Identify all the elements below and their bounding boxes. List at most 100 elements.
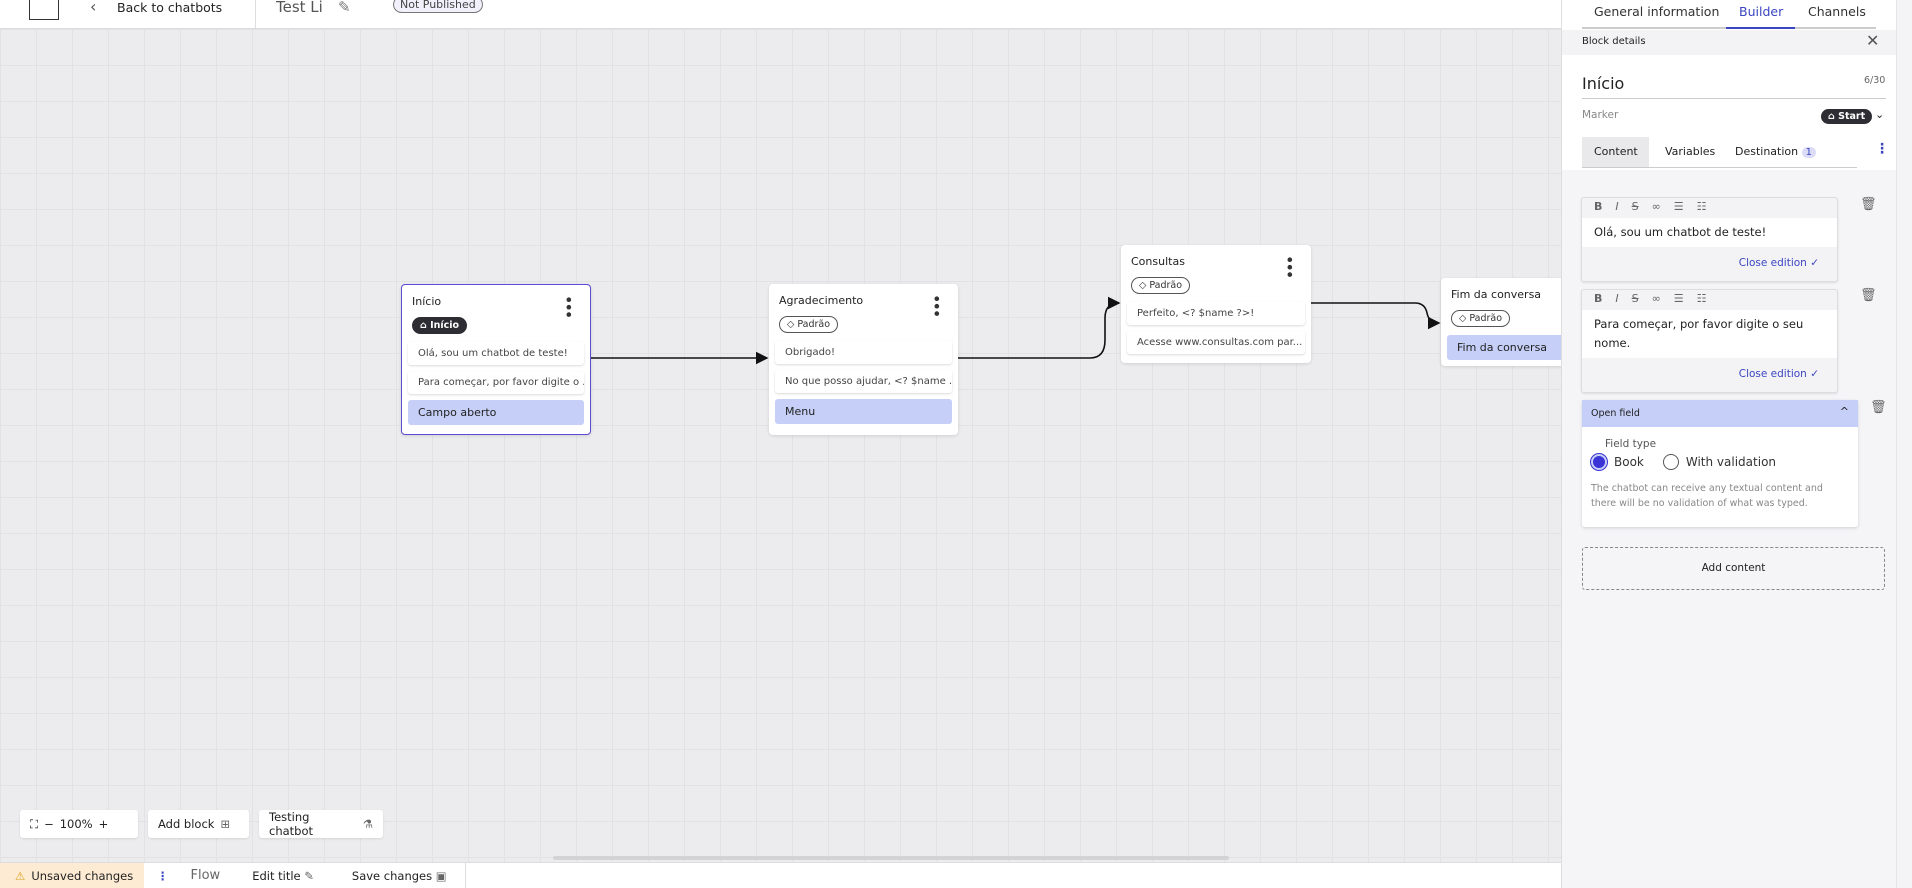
more-options-icon[interactable]: ••• <box>559 295 578 318</box>
padrao-tag: ◇ Padrão <box>1451 310 1511 327</box>
trash-icon[interactable]: 🗑 <box>1860 288 1877 303</box>
zoom-out-icon[interactable]: − <box>44 817 54 831</box>
message-item[interactable]: Acesse www.consultas.com par... <box>1127 331 1305 354</box>
start-tag: ⌂ Início <box>412 317 468 334</box>
input-item[interactable]: Campo aberto <box>408 400 584 425</box>
bold-icon[interactable]: B <box>1594 200 1603 213</box>
add-block-icon: ⊞ <box>220 817 231 831</box>
testing-chatbot-button[interactable]: Testing chatbot ⚗ <box>259 810 383 838</box>
marker-label: Marker <box>1582 109 1619 121</box>
save-icon: ▣ <box>435 868 447 883</box>
radio-with-validation-label: With validation <box>1685 455 1777 469</box>
trash-icon[interactable]: 🗑 <box>1860 197 1877 212</box>
chevron-up-icon[interactable]: ^ <box>1839 405 1849 418</box>
bold-icon[interactable]: B <box>1594 292 1603 305</box>
input-item[interactable]: Menu <box>775 399 952 424</box>
open-field-header[interactable]: Open field^ <box>1582 400 1858 427</box>
chevron-down-icon[interactable]: ⌄ <box>1875 108 1885 121</box>
field-type-label: Field type <box>1605 438 1657 450</box>
flask-icon: ⚗ <box>362 817 373 831</box>
numbered-list-icon[interactable]: ☷ <box>1696 292 1707 305</box>
tab-builder[interactable]: Builder <box>1739 4 1784 19</box>
flow-tab[interactable]: Flow <box>190 868 221 883</box>
panel-header: Block details ✕ <box>1562 30 1897 55</box>
block-title: Agradecimento <box>779 294 864 307</box>
warning-icon: ⚠ <box>15 868 26 883</box>
italic-icon[interactable]: I <box>1615 292 1619 305</box>
tab-general-information[interactable]: General information <box>1594 4 1720 19</box>
padrao-tag: ◇ Padrão <box>779 316 839 333</box>
add-block-label: Add block <box>158 817 215 831</box>
connections <box>591 296 1441 365</box>
divider <box>255 0 256 29</box>
radio-book-label: Book <box>1614 455 1644 469</box>
subtab-destination[interactable]: Destination 1 <box>1735 145 1816 158</box>
zoom-in-icon[interactable]: + <box>98 817 109 831</box>
add-content-button[interactable]: Add content <box>1582 547 1885 590</box>
back-chevron-icon[interactable]: ‹ <box>90 0 97 16</box>
fit-screen-icon[interactable]: ⛶ <box>30 816 39 831</box>
unsaved-changes-indicator: ⚠ Unsaved changes <box>0 863 144 888</box>
destination-count-badge: 1 <box>1801 147 1816 158</box>
message-item[interactable]: Para começar, por favor digite o ... <box>408 371 584 394</box>
padrao-tag: ◇ Padrão <box>1131 277 1191 294</box>
chatbot-title: Test Li <box>276 0 323 16</box>
radio-book[interactable] <box>1591 454 1607 470</box>
pencil-icon: ✎ <box>304 868 314 883</box>
bullet-list-icon[interactable]: ☰ <box>1673 292 1684 305</box>
trash-icon[interactable]: 🗑 <box>1870 400 1887 415</box>
message-item[interactable]: Perfeito, <? $name ?>! <box>1127 302 1305 325</box>
edit-title-button[interactable]: Edit title ✎ <box>252 868 314 883</box>
italic-icon[interactable]: I <box>1615 200 1619 213</box>
block-details-panel: General information Builder Channels Blo… <box>1561 0 1897 888</box>
more-options-icon[interactable]: ⋮ <box>157 868 169 883</box>
divider <box>464 863 466 888</box>
editor-text[interactable]: Olá, sou um chatbot de teste! <box>1582 218 1837 247</box>
block-agradecimento[interactable]: Agradecimento ••• ◇ Padrão Obrigado! No … <box>769 284 958 435</box>
panel-scrollbar[interactable] <box>1896 0 1912 888</box>
tag-icon: ◇ <box>787 319 798 330</box>
check-icon: ✓ <box>1810 368 1819 380</box>
subtab-content[interactable]: Content <box>1582 137 1649 167</box>
close-edition-button[interactable]: Close edition ✓ <box>1738 368 1819 380</box>
subtab-variables[interactable]: Variables <box>1665 145 1716 158</box>
app-logo <box>29 0 59 20</box>
close-edition-button[interactable]: Close edition ✓ <box>1738 257 1819 269</box>
block-fim-da-conversa[interactable]: Fim da conversa ◇ Padrão Fim da conversa <box>1441 278 1561 366</box>
flow-canvas[interactable]: Início ••• ⌂ Início Olá, sou um chatbot … <box>0 29 1561 862</box>
block-consultas[interactable]: Consultas ••• ◇ Padrão Perfeito, <? $nam… <box>1121 245 1311 363</box>
active-tab-indicator <box>1726 27 1795 29</box>
block-inicio[interactable]: Início ••• ⌂ Início Olá, sou um chatbot … <box>401 284 591 435</box>
marker-select[interactable]: ⌂ Start <box>1821 109 1873 124</box>
tab-channels[interactable]: Channels <box>1808 4 1866 19</box>
numbered-list-icon[interactable]: ☷ <box>1696 200 1707 213</box>
horizontal-scrollbar[interactable] <box>553 856 1229 860</box>
link-icon[interactable]: ∞ <box>1651 292 1661 305</box>
message-item[interactable]: No que posso ajudar, <? $name ... <box>775 370 952 393</box>
char-count: 6/30 <box>1864 75 1886 86</box>
bullet-list-icon[interactable]: ☰ <box>1673 200 1684 213</box>
link-icon[interactable]: ∞ <box>1651 200 1661 213</box>
block-name-input[interactable]: Início <box>1582 74 1625 93</box>
message-item[interactable]: Olá, sou um chatbot de teste! <box>408 342 584 365</box>
message-item[interactable]: Obrigado! <box>775 341 952 364</box>
more-options-icon[interactable]: ••• <box>927 294 946 317</box>
add-block-button[interactable]: Add block ⊞ <box>148 810 249 838</box>
back-to-chatbots-link[interactable]: Back to chatbots <box>117 0 223 15</box>
radio-with-validation[interactable] <box>1662 454 1679 470</box>
save-changes-button[interactable]: Save changes ▣ <box>351 868 447 883</box>
close-icon[interactable]: ✕ <box>1866 31 1880 50</box>
more-options-icon[interactable]: ⋮ <box>1875 141 1889 157</box>
check-icon: ✓ <box>1810 257 1819 269</box>
edit-title-pencil-icon[interactable]: ✎ <box>338 0 351 16</box>
editor-text[interactable]: Para começar, por favor digite o seu nom… <box>1582 310 1837 358</box>
more-options-icon[interactable]: ••• <box>1280 255 1299 278</box>
strikethrough-icon[interactable]: S <box>1631 200 1639 213</box>
input-item[interactable]: Fim da conversa <box>1447 335 1561 360</box>
strikethrough-icon[interactable]: S <box>1631 292 1639 305</box>
